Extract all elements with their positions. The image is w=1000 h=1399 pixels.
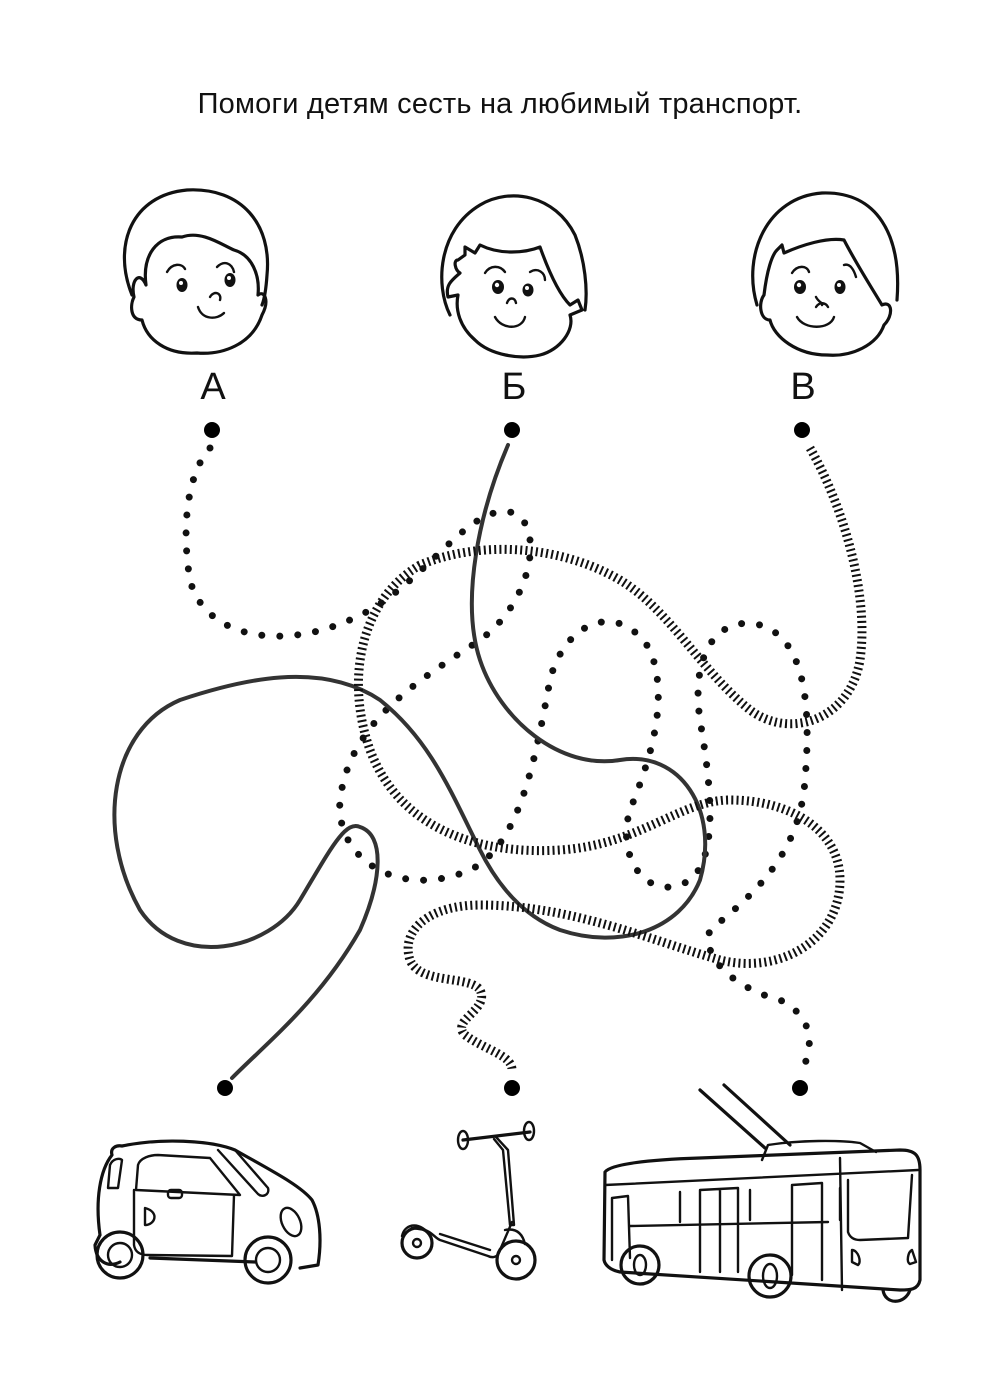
child-face-v-icon[interactable] <box>751 191 900 357</box>
maze-path-b-solid[interactable] <box>112 443 708 1080</box>
kick-scooter-icon[interactable] <box>400 1120 537 1281</box>
start-dot-b[interactable] <box>504 422 520 438</box>
trolleybus-icon[interactable] <box>602 1083 922 1303</box>
child-label-a: А <box>200 366 226 408</box>
maze-path-a-dotted[interactable] <box>182 444 813 1074</box>
end-dot-trolleybus[interactable] <box>792 1080 808 1096</box>
child-face-a-icon[interactable] <box>122 188 270 355</box>
worksheet-title: Помоги детям сесть на любимый транспорт. <box>197 88 803 120</box>
maze-path-v-hatched[interactable] <box>353 445 867 1071</box>
end-dot-car[interactable] <box>217 1080 233 1096</box>
child-face-b-icon[interactable] <box>440 194 588 359</box>
child-label-b: Б <box>501 366 527 408</box>
start-dot-v[interactable] <box>794 422 810 438</box>
start-dot-a[interactable] <box>204 422 220 438</box>
car-icon[interactable] <box>93 1139 322 1285</box>
end-dot-scooter[interactable] <box>504 1080 520 1096</box>
child-label-v: В <box>790 366 816 408</box>
